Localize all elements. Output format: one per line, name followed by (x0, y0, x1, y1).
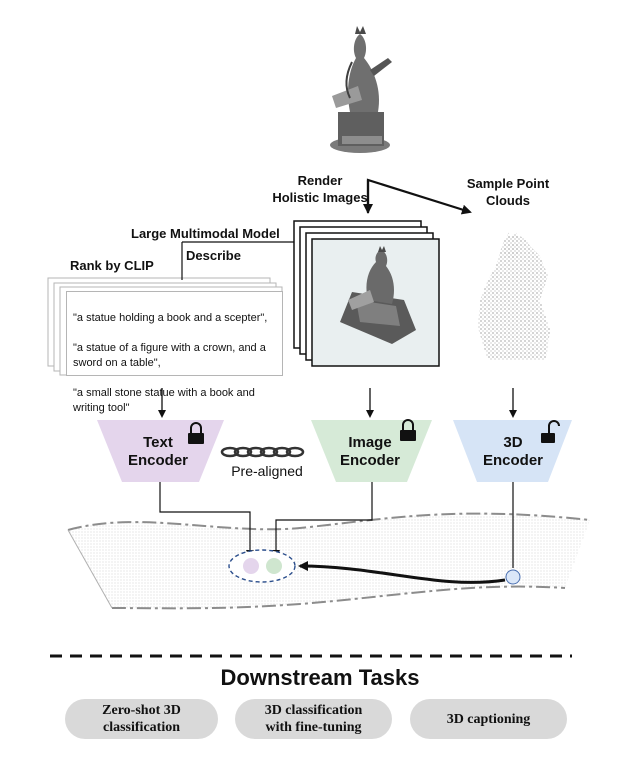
point-cloud-icon (478, 232, 550, 360)
caption-item: "a small stone statue with a book and wr… (73, 387, 255, 414)
describe-label: Describe (186, 248, 241, 263)
three-d-encoder-label: 3D Encoder (482, 434, 543, 469)
locked-icon (400, 419, 416, 441)
prealigned-label: Pre-aligned (231, 463, 303, 479)
caption-item: "a statue holding a book and a scepter", (73, 312, 268, 324)
chain-link-icon (220, 446, 305, 458)
task-fine-tuning: 3D classification with fine-tuning (235, 699, 392, 739)
task-captioning: 3D captioning (410, 699, 567, 739)
statue-object-icon (330, 26, 392, 153)
caption-item: "a statue of a figure with a crown, and … (73, 342, 266, 369)
text-encoder-label: Text Encoder (127, 434, 188, 469)
alignment-arrow (298, 561, 506, 584)
rank-label: Rank by CLIP (70, 258, 154, 273)
pc-embedding-dot (505, 569, 521, 585)
render-label: Render Holistic Images (272, 173, 368, 205)
embedding-space (68, 513, 590, 609)
caption-card: "a statue holding a book and a scepter",… (66, 291, 283, 414)
locked-icon (188, 422, 204, 444)
text-embedding-dot (243, 558, 259, 574)
unlocked-icon (541, 420, 560, 443)
downstream-title: Downstream Tasks (220, 665, 420, 690)
image-embedding-dot (266, 558, 282, 574)
lmm-label: Large Multimodal Model (131, 226, 280, 241)
task-zero-shot: Zero-shot 3D classification (65, 699, 218, 739)
sample-label: Sample Point Clouds (466, 176, 550, 208)
aligned-cluster (228, 549, 296, 583)
image-encoder-label: Image Encoder (339, 434, 400, 469)
rendered-statue-icon (340, 246, 416, 344)
image-embed-arrow (272, 482, 373, 558)
text-embed-arrow (159, 482, 254, 558)
